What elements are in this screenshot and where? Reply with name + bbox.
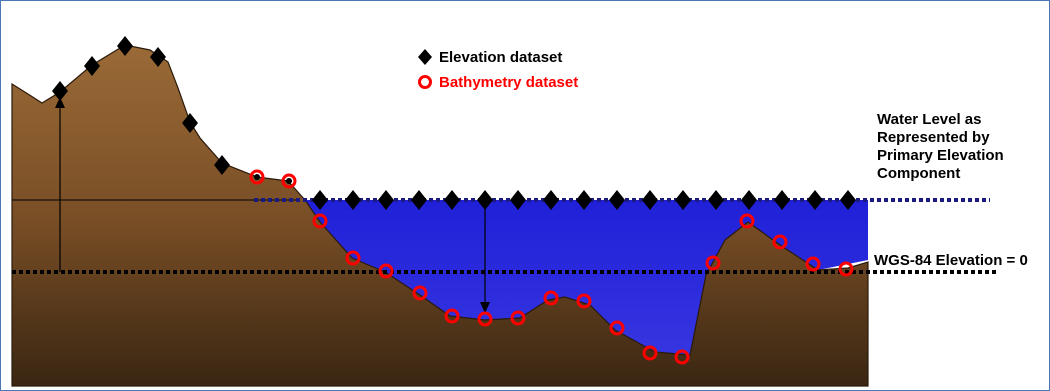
wgs84-label-text: WGS-84 Elevation = 0 — [874, 252, 1028, 269]
elevation-marker — [543, 190, 559, 210]
diamond-icon — [418, 49, 432, 65]
bathymetry-marker — [609, 320, 625, 336]
bathymetry-marker — [838, 261, 854, 277]
bathymetry-marker — [510, 310, 526, 326]
elevation-marker — [378, 190, 394, 210]
elevation-markers-land — [52, 36, 230, 175]
bathymetry-marker — [249, 169, 265, 185]
elevation-marker — [150, 47, 166, 67]
legend-bathymetry: Bathymetry dataset — [417, 73, 578, 91]
bathymetry-marker — [281, 173, 297, 189]
elevation-marker — [741, 190, 757, 210]
bathymetry-marker — [412, 285, 428, 301]
bathymetry-marker — [444, 308, 460, 324]
bathymetry-marker — [312, 213, 328, 229]
elevation-marker — [609, 190, 625, 210]
elevation-marker — [774, 190, 790, 210]
water-level-label-line: Component — [877, 165, 961, 182]
elevation-marker-shore — [286, 178, 292, 184]
water-level-label-line: Represented by — [877, 129, 990, 146]
elevation-marker — [642, 190, 658, 210]
elevation-marker — [345, 190, 361, 210]
legend-bathymetry-label: Bathymetry dataset — [439, 73, 579, 91]
water-level-label-line: Water Level as — [877, 111, 982, 128]
elevation-marker — [576, 190, 592, 210]
bathymetry-marker — [674, 349, 690, 365]
elevation-marker — [84, 56, 100, 76]
elevation-marker — [675, 190, 691, 210]
bathymetry-marker — [705, 255, 721, 271]
elevation-marker — [117, 36, 133, 56]
elevation-marker — [182, 113, 198, 133]
elevation-marker — [411, 190, 427, 210]
bathymetry-marker — [477, 311, 493, 327]
bathymetry-marker — [805, 256, 821, 272]
bathymetry-marker — [642, 345, 658, 361]
bathymetry-marker — [345, 250, 361, 266]
depth-arrow-head — [480, 302, 490, 313]
elevation-marker — [807, 190, 823, 210]
elevation-marker — [477, 190, 493, 210]
elevation-marker — [52, 81, 68, 101]
ring-icon — [418, 75, 432, 89]
bathymetry-marker — [576, 293, 592, 309]
bathymetry-marker — [543, 290, 559, 306]
elevation-markers-water — [312, 190, 856, 210]
elevation-marker — [708, 190, 724, 210]
bathymetry-markers — [249, 169, 854, 365]
elevation-arrow-head — [55, 97, 65, 108]
water-level-label: Water Level as Represented by Primary El… — [877, 111, 1004, 183]
bathymetry-marker — [739, 213, 755, 229]
water-level-label-line: Primary Elevation — [877, 147, 1004, 164]
elevation-marker-shore — [254, 174, 260, 180]
elevation-marker — [312, 190, 328, 210]
bathymetry-marker — [772, 234, 788, 250]
wgs84-label: WGS-84 Elevation = 0 — [874, 252, 1050, 270]
bathymetry-marker — [378, 263, 394, 279]
elevation-marker — [840, 190, 856, 210]
elevation-marker — [444, 190, 460, 210]
legend-elevation-label: Elevation dataset — [439, 48, 563, 66]
legend-elevation: Elevation dataset — [417, 48, 562, 66]
elevation-marker — [510, 190, 526, 210]
elevation-marker — [214, 155, 230, 175]
